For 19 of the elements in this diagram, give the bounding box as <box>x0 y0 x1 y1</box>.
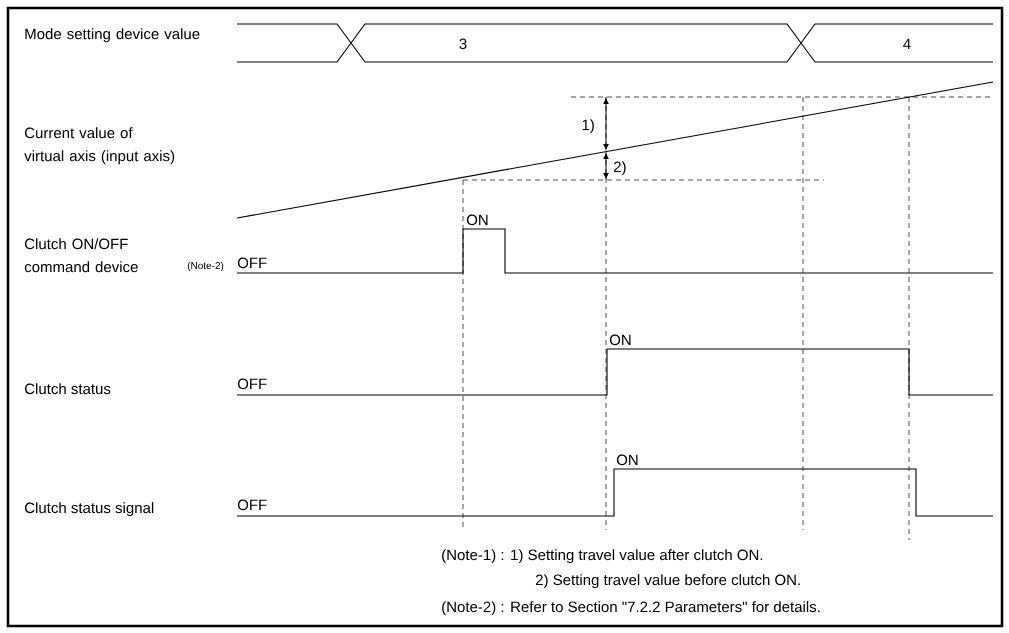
note-mark: (Note-2) <box>187 261 224 272</box>
state-label: OFF <box>237 257 267 269</box>
dimension-label: 2) <box>613 161 626 176</box>
value-label: 3 <box>459 38 467 50</box>
signal-name: Mode setting device value <box>25 28 200 43</box>
note-text: (Note-2) : Refer to Section "7.2.2 Parameters" for details. <box>442 601 820 616</box>
state-label: OFF <box>237 378 267 390</box>
note-text: 2) Setting travel value before clutch ON. <box>535 574 800 589</box>
dimension-label: 1) <box>582 119 594 134</box>
state-label: ON <box>616 454 638 466</box>
note-text: (Note-1) : 1) Setting travel value after clutch ON. <box>442 549 763 564</box>
state-label: OFF <box>237 499 267 511</box>
state-label: ON <box>466 214 488 226</box>
signal-name: Current value of virtual axis (input axis) <box>24 127 175 165</box>
signal-name: Clutch status signal <box>24 502 154 517</box>
state-label: ON <box>609 334 631 346</box>
signal-name: Clutch status <box>24 383 111 395</box>
signal-name: Clutch ON/OFF command device <box>24 238 138 273</box>
value-label: 4 <box>903 38 911 49</box>
